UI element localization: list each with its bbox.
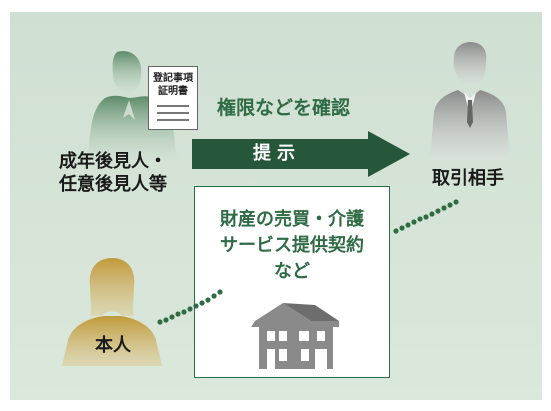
present-text: 提示 bbox=[253, 143, 301, 164]
document-line2: 証明書 bbox=[158, 86, 188, 97]
agent-label-line1: 成年後見人・ bbox=[59, 151, 167, 172]
document-lines-icon bbox=[157, 105, 189, 121]
dotted-connector-principal bbox=[157, 289, 223, 325]
counterparty-label: 取引相手 bbox=[432, 168, 504, 189]
confirm-authority-text: 権限などを確認 bbox=[217, 97, 351, 119]
contract-line2: サービス提供契約 bbox=[220, 235, 364, 256]
contract-text: 財産の売買・介護 サービス提供契約 など bbox=[195, 207, 389, 285]
registration-certificate-document: 登記事項 証明書 bbox=[148, 66, 198, 130]
contract-line3: など bbox=[274, 261, 310, 282]
agent-label-line2: 任意後見人等 bbox=[59, 174, 167, 195]
principal-label: 本人 bbox=[95, 335, 131, 356]
document-line1: 登記事項 bbox=[153, 73, 193, 84]
contract-box: 財産の売買・介護 サービス提供契約 など bbox=[194, 186, 390, 378]
dotted-connector-counterparty bbox=[393, 199, 459, 234]
house-icon bbox=[251, 303, 339, 369]
businessman-silhouette-icon bbox=[430, 42, 510, 160]
woman-silhouette-icon bbox=[62, 258, 162, 366]
agent-label: 成年後見人・ 任意後見人等 bbox=[48, 150, 178, 196]
arrow-icon bbox=[192, 131, 410, 177]
contract-line1: 財産の売買・介護 bbox=[220, 209, 364, 230]
